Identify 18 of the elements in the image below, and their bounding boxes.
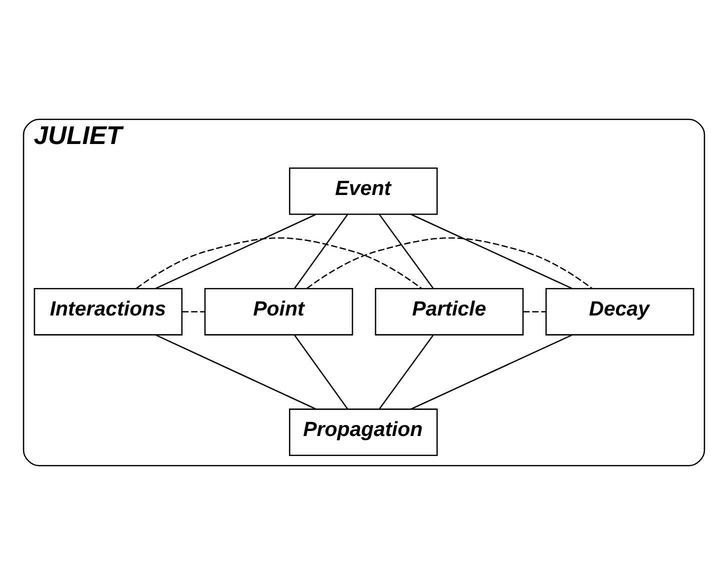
connector (306, 236, 592, 288)
node-box: Event (288, 166, 438, 214)
connector (523, 310, 546, 312)
connector (155, 334, 316, 410)
connector (182, 310, 205, 312)
connector (410, 334, 572, 410)
node-box: Particle (374, 288, 524, 335)
node-box: Decay (545, 288, 694, 335)
connector (155, 213, 316, 289)
connector (294, 334, 348, 409)
node-box: Propagation (288, 408, 438, 456)
connector (379, 214, 434, 288)
connector (410, 213, 572, 289)
node-box: Point (204, 288, 354, 335)
connector (294, 214, 348, 288)
node-box: Interactions (34, 288, 183, 335)
connector (136, 236, 422, 288)
connector (378, 334, 434, 409)
